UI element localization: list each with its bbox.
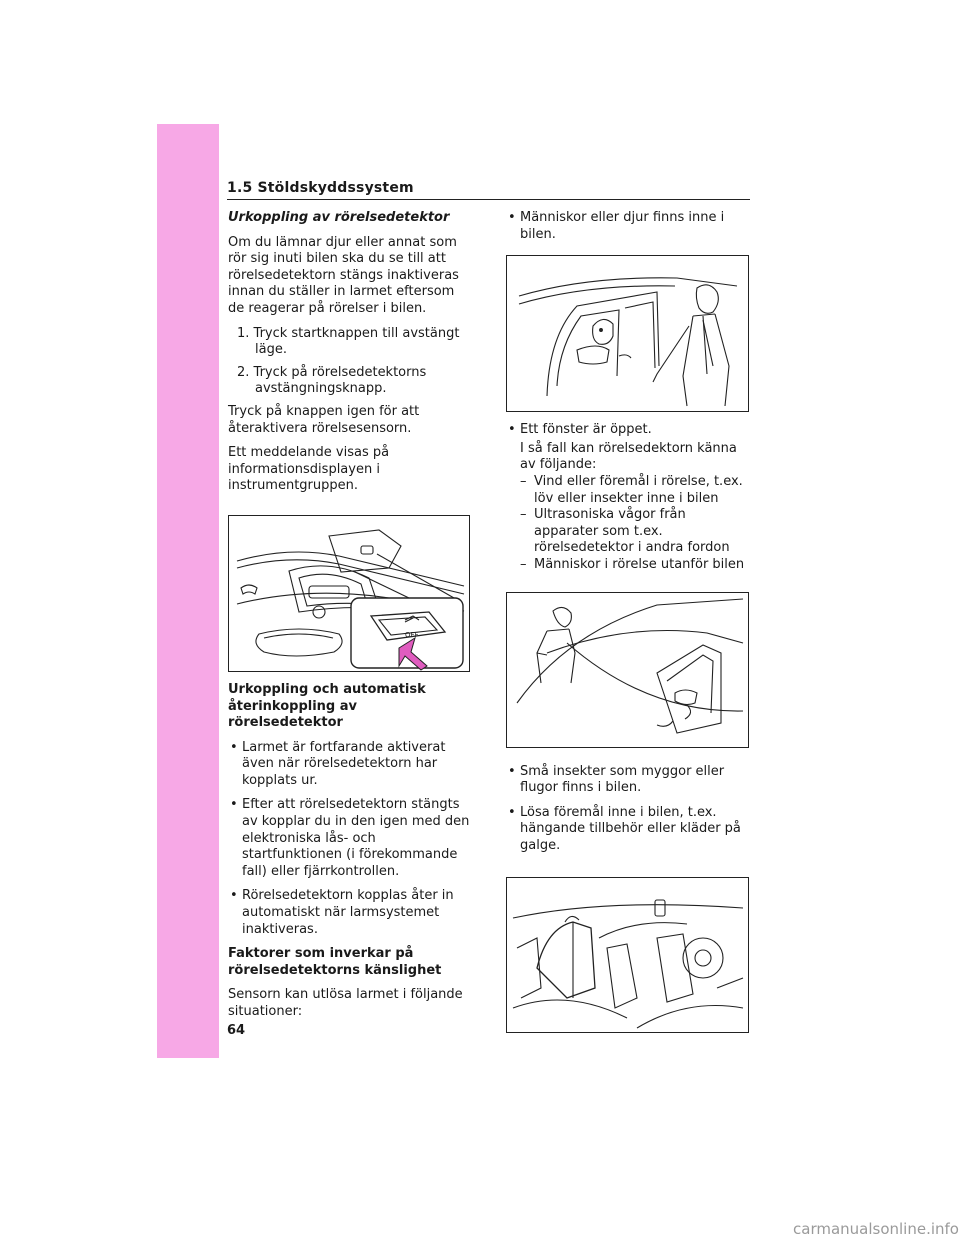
section-color-bar [157,124,219,1058]
overhead-console-illustration: OFF [228,514,470,672]
bullet-small-insects: Små insekter som myggor eller flugor fin… [506,764,752,797]
step-1: 1. Tryck startknappen till avstängt läge… [237,325,460,358]
bullet-window-open: Ett fönster är öppet. [506,422,752,439]
message-paragraph: Ett meddelande visas på informationsdisp… [228,445,390,494]
watermark: carmanualsonline.info [793,1220,959,1238]
intro-paragraph: Om du lämnar djur eller annat som rör si… [228,234,459,316]
sensor-trigger-paragraph: Sensorn kan utlösa larmet i följande sit… [228,987,463,1019]
dash-people-outside: Människor i rörelse utanför bilen [506,557,752,574]
bullet-auto-reconnect: Rörelsedetektorn kopplas åter in automat… [228,888,474,938]
left-column: Urkoppling av rörelsedetektor Om du lämn… [228,210,474,1029]
window-open-explanation: I så fall kan rörelsedektorn känna av fö… [520,440,737,473]
bullet-alarm-still-active: Larmet är fortfarande aktiverat även när… [228,740,474,790]
hanging-clothes-illustration [506,876,749,1033]
dash-ultrasonic-waves: Ultrasoniska vågor från apparater som t.… [506,507,752,557]
step-2: 2. Tryck på rörelsedetektorns avstängnin… [237,364,427,397]
heading-auto-reactivation: Urkoppling och automatisk återinkoppling… [228,681,426,731]
open-window-illustration [506,591,749,748]
bullet-reactivate-detector: Efter att rörelsedetektorn stängts av ko… [228,797,474,880]
section-header: 1.5 Stöldskyddssystem [227,180,750,200]
bullet-loose-objects: Lösa föremål inne i bilen, t.ex. hängand… [506,805,752,855]
reactivate-paragraph: Tryck på knappen igen för att återaktive… [228,403,420,436]
dog-in-car-illustration [506,255,749,413]
dash-wind-objects: Vind eller föremål i rörelse, t.ex. löv … [506,474,752,507]
heading-disable-motion-detector: Urkoppling av rörelsedetektor [228,210,450,225]
right-column: Människor eller djur finns inne i bilen. [506,210,752,1033]
bullet-people-animals: Människor eller djur finns inne i bilen. [506,210,752,243]
heading-sensitivity-factors: Faktorer som inverkar på rörelsedetektor… [228,946,442,978]
page-number: 64 [227,1023,246,1038]
off-button-label: OFF [405,631,419,639]
